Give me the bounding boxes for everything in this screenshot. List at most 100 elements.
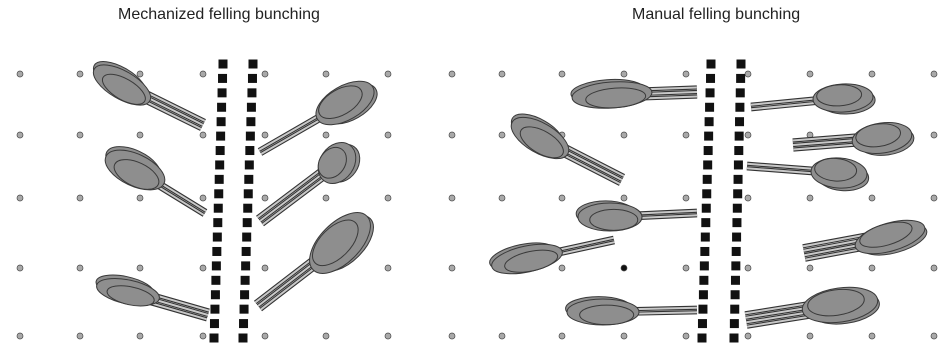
skid-trail-block: [244, 160, 254, 170]
skid-trail-block: [218, 73, 228, 83]
skid-trail-block: [735, 102, 745, 112]
standing-tree-dot: [620, 131, 628, 139]
skid-trail-block: [703, 160, 713, 170]
skid-trail-block: [210, 290, 220, 300]
standing-tree-dot: [806, 70, 814, 78]
standing-tree-dot: [199, 332, 207, 340]
tree-crown: [317, 146, 347, 179]
tree-crown: [807, 288, 865, 317]
standing-tree-dot: [16, 194, 24, 202]
skid-trail-block: [211, 261, 221, 271]
skid-trail-block: [705, 102, 715, 112]
skid-trail-block: [732, 203, 742, 213]
skid-trail-block: [732, 232, 742, 242]
skid-trail-block: [733, 174, 743, 184]
skid-trail-block: [730, 275, 740, 285]
skid-trail-block: [210, 304, 220, 314]
standing-tree-dot: [16, 131, 24, 139]
skid-trail-block: [704, 117, 714, 127]
standing-tree-dot: [806, 332, 814, 340]
skid-trail-block: [736, 73, 746, 83]
skid-trail-block: [217, 88, 227, 98]
standing-tree-dot: [384, 70, 392, 78]
skid-trail-block: [247, 88, 257, 98]
standing-tree-dot: [806, 194, 814, 202]
standing-tree-dot: [448, 264, 456, 272]
skid-trail-block: [730, 304, 740, 314]
standing-tree-dot: [868, 194, 876, 202]
standing-tree-dot: [620, 70, 628, 78]
skid-trail-block: [698, 290, 708, 300]
skid-trail-block: [243, 189, 253, 199]
skid-trail-block: [701, 218, 711, 228]
standing-tree-dot: [136, 70, 144, 78]
tree-crown: [113, 159, 160, 190]
skid-trail-block: [703, 146, 713, 156]
standing-tree-dot: [384, 332, 392, 340]
standing-tree-dot: [384, 194, 392, 202]
standing-tree-dot: [16, 264, 24, 272]
skid-trail-block: [733, 189, 743, 199]
skid-trail: [697, 59, 716, 343]
standing-tree-dot: [930, 70, 938, 78]
tree-crown: [579, 304, 635, 326]
skid-trail-block: [213, 203, 223, 213]
standing-tree-dot: [384, 264, 392, 272]
felled-tree-bunch: [256, 142, 361, 227]
skid-trail-block: [244, 174, 254, 184]
felled-tree-bunch: [575, 200, 698, 232]
skid-trail-block: [734, 146, 744, 156]
skid-trail-block: [245, 146, 255, 156]
felled-tree-bunch: [802, 219, 928, 262]
standing-tree-dot: [620, 194, 628, 202]
standing-tree-dot: [76, 332, 84, 340]
standing-tree-dot: [498, 332, 506, 340]
standing-tree-dot: [868, 332, 876, 340]
felled-tree-bunch: [792, 122, 915, 156]
standing-tree-dot: [930, 194, 938, 202]
standing-tree-dot: [682, 332, 690, 340]
standing-tree-dot: [744, 264, 752, 272]
standing-tree-dot: [744, 194, 752, 202]
skid-trail-block: [216, 117, 226, 127]
tree-crown: [318, 85, 363, 120]
skid-trail-block: [735, 117, 745, 127]
tree-crown: [589, 208, 639, 231]
skid-trail-block: [246, 117, 256, 127]
skid-trail-block: [209, 319, 219, 329]
skid-trail-block: [731, 261, 741, 271]
tree-crown: [101, 73, 146, 105]
skid-trail-block: [246, 102, 256, 112]
skid-trail-block: [214, 174, 224, 184]
skid-trail-block: [242, 218, 252, 228]
standing-tree-dot: [682, 70, 690, 78]
standing-tree-dot: [261, 332, 269, 340]
standing-tree-dot: [448, 131, 456, 139]
skid-trail: [729, 59, 746, 343]
skid-trail-block: [218, 59, 228, 69]
standing-trees: [16, 70, 938, 340]
felled-tree-bunch: [95, 274, 210, 322]
standing-tree-dot: [558, 264, 566, 272]
felled-tree-bunch: [104, 146, 208, 217]
skid-trail-block: [704, 131, 714, 141]
standing-tree-dot: [620, 332, 628, 340]
standing-tree-dot: [620, 264, 628, 272]
tree-crown: [519, 126, 564, 159]
standing-tree-dot: [498, 131, 506, 139]
standing-tree-dot: [322, 194, 330, 202]
standing-tree-dot: [868, 70, 876, 78]
skid-trail-block: [698, 304, 708, 314]
skid-trail-block: [243, 203, 253, 213]
skid-trail-block: [732, 218, 742, 228]
standing-tree-dot: [136, 264, 144, 272]
skid-trail-block: [241, 246, 251, 256]
skid-trail-block: [212, 246, 222, 256]
skid-trail-block: [217, 102, 227, 112]
tree-bunches: [92, 61, 928, 329]
tree-crown: [585, 87, 647, 109]
standing-tree-dot: [806, 264, 814, 272]
skid-trail-block: [735, 88, 745, 98]
felled-tree-bunch: [510, 113, 626, 186]
